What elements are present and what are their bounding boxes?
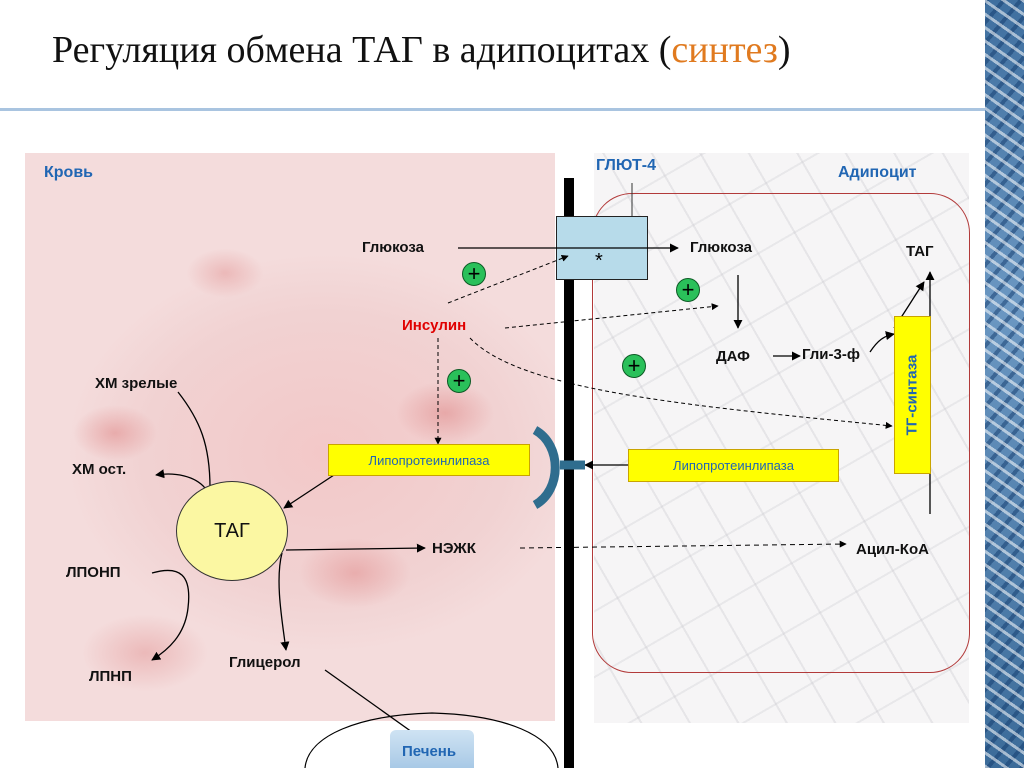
liver-arc	[304, 712, 559, 768]
acyl-coa-label: Ацил-КоА	[856, 541, 929, 558]
arrow-tag-hm-remnant	[155, 469, 206, 489]
curve-lponp	[151, 569, 190, 661]
tag-cell-label: ТАГ	[906, 243, 934, 260]
lpl-cell-label: Липопротеинлипаза	[673, 458, 794, 473]
glucose-blood-label: Глюкоза	[362, 239, 424, 256]
tg-synthase-box	[894, 316, 931, 474]
lpl-anchor-bracket	[532, 426, 560, 509]
cell-membrane	[564, 178, 574, 768]
plus-synthase-activation: +	[622, 354, 646, 378]
hm-remnant-label: ХМ ост.	[72, 461, 127, 478]
dash-insulin-synthase	[469, 337, 893, 429]
insulin-label: Инсулин	[402, 317, 467, 334]
plus-glut-activation: +	[462, 262, 486, 286]
glut4-label: ГЛЮТ-4	[596, 157, 656, 174]
lipoprotein-lipase-cell: Липопротеинлипаза	[628, 449, 839, 482]
daf-label: ДАФ	[716, 348, 750, 365]
lpl-blood-label: Липопротеинлипаза	[368, 452, 490, 468]
title-divider	[0, 108, 985, 111]
curve-hm-tag	[177, 391, 211, 489]
tag-blood-node: ТАГ	[176, 481, 288, 581]
arrow-tag-nezhk	[285, 543, 426, 553]
lipoprotein-lipase-blood: Липопротеинлипаза	[328, 444, 530, 476]
arrow-tag-glycerol	[278, 552, 290, 651]
decorative-strip	[985, 0, 1024, 768]
title-main: Регуляция обмена ТАГ в адипоцитах (	[52, 29, 672, 71]
dash-nezhk-acylcoa	[519, 540, 847, 549]
nezhk-label: НЭЖК	[432, 540, 476, 557]
liver-label: Печень	[402, 743, 457, 760]
tg-synthase-label: ТГ-синтаза	[903, 354, 921, 436]
plus-lpl-activation: +	[447, 369, 471, 393]
region-adipocyte-label: Адипоцит	[838, 164, 917, 181]
title-accent: синтез	[671, 29, 778, 71]
title-close: )	[777, 29, 791, 71]
hm-mature-label: ХМ зрелые	[95, 375, 178, 392]
tag-blood-label: ТАГ	[214, 519, 250, 542]
dash-insulin-daf	[504, 303, 719, 329]
gli3f-label: Гли-3-ф	[802, 346, 860, 363]
glucose-cell-label: Глюкоза	[690, 239, 752, 256]
adipocyte-membrane-outline	[592, 193, 970, 673]
arrow-lpl-tag	[283, 474, 335, 509]
lponp-label: ЛПОНП	[66, 564, 121, 581]
liver-icon	[390, 730, 474, 768]
dash-insulin-glut	[447, 255, 569, 304]
lpnp-label: ЛПНП	[89, 668, 132, 685]
glycerol-label: Глицерол	[229, 654, 301, 671]
plus-daf-activation: +	[676, 278, 700, 302]
arrow-gli3f-synthase	[869, 331, 895, 353]
transporter-mark: *	[595, 250, 603, 272]
slide-title: Регуляция обмена ТАГ в адипоцитах (синте…	[52, 28, 791, 72]
region-blood-label: Кровь	[44, 164, 93, 181]
